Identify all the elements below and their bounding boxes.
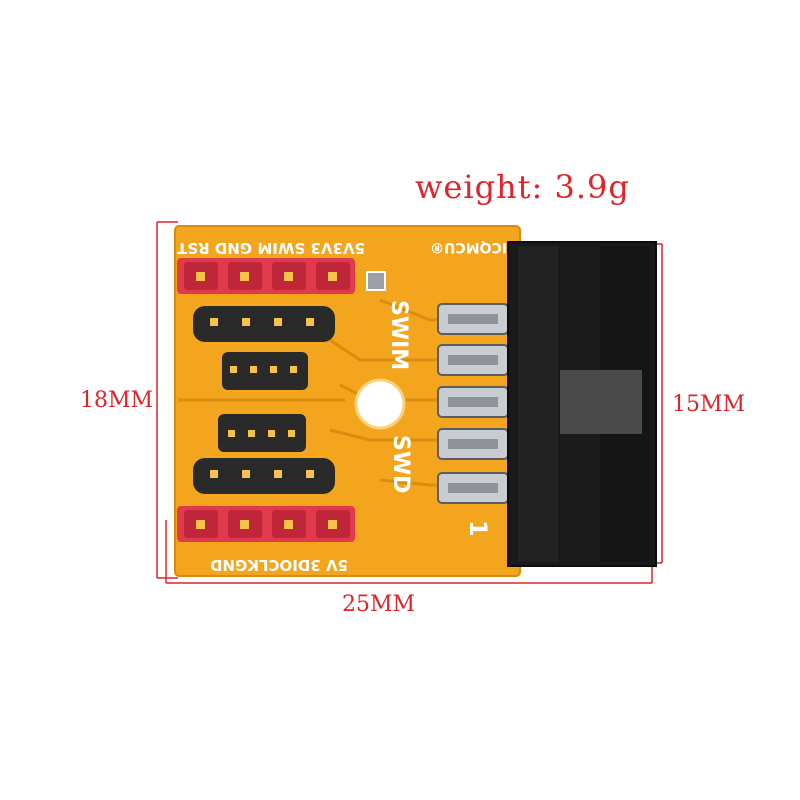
silk-top-pins: 5V3V3 SWIM GND RST (176, 239, 365, 257)
silk-pin-one: 1 (464, 520, 492, 537)
black-header-1 (193, 306, 335, 342)
connector-key (560, 370, 642, 434)
black-header-4 (193, 458, 335, 494)
silk-bottom-pins: 5V 3DIOCLKGND (210, 556, 348, 574)
silk-brand: ICQMCU® (430, 239, 507, 255)
mounting-hole (354, 378, 406, 430)
smd-pins (437, 303, 509, 504)
silk-swim: SWIM (386, 300, 411, 370)
dimension-height-connector: 15MM (672, 392, 746, 417)
black-header-2 (222, 352, 308, 390)
red-header-top (177, 258, 355, 294)
dimension-width: 25MM (342, 592, 416, 617)
dimension-height-pcb: 18MM (80, 388, 154, 413)
red-header-bottom (177, 506, 355, 542)
black-header-3 (218, 414, 306, 452)
box-connector (507, 241, 657, 567)
weight-label: weight: 3.9g (415, 168, 630, 206)
test-pad (366, 271, 386, 291)
silk-swd: SWD (388, 435, 413, 493)
